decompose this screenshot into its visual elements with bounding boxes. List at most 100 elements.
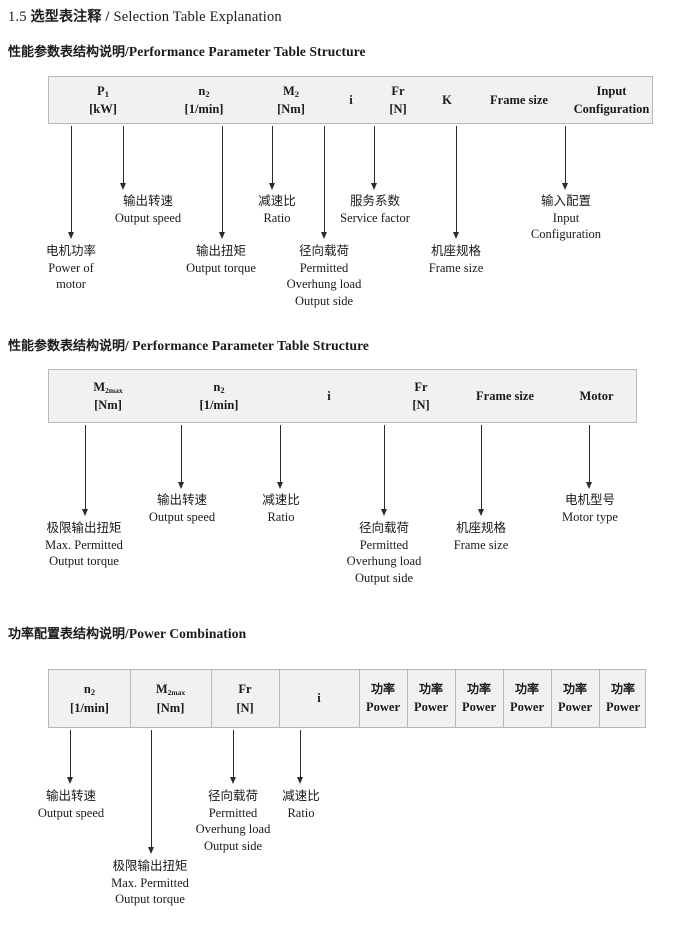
note-en-2: motor	[56, 277, 86, 291]
note-cn: 极限输出扭矩	[112, 858, 188, 873]
section-2-heading-chinese: 性能参数表结构说明	[8, 339, 126, 354]
note-table2-motor-type: 电机型号 Motor type	[562, 492, 618, 525]
note-en-3: Output side	[204, 838, 262, 853]
note-table2-frame-size: 机座规格 Frame size	[454, 520, 509, 553]
arrow-table1-output-torque	[218, 126, 227, 239]
table3-col-power-5: 功率 Power	[551, 670, 599, 727]
table3-col-m2max-sub: 2max	[167, 688, 186, 698]
note-en-2: Output torque	[49, 554, 119, 568]
table1-col-n2: n2 [1/min]	[157, 77, 251, 123]
note-en-1: Frame size	[453, 537, 509, 552]
note-table3-ratio: 减速比 Ratio	[282, 788, 320, 821]
table2-col-n2: n2 [1/min]	[167, 370, 271, 422]
table1-col-i: i	[331, 77, 371, 123]
arrow-table3-ratio	[296, 730, 305, 784]
note-cn: 输入配置	[540, 193, 592, 208]
note-en-1: Ratio	[287, 805, 315, 820]
section-3-heading-separator: /	[125, 626, 129, 641]
note-table1-ratio: 减速比 Ratio	[258, 193, 296, 226]
table3-col-power-5-cn: 功率	[562, 681, 587, 696]
note-cn: 减速比	[258, 193, 296, 208]
table1-col-frame-size-symbol: Frame size	[490, 92, 548, 107]
arrow-table1-output-speed	[119, 126, 128, 190]
table3-col-power-6-en: Power	[605, 700, 640, 715]
note-table3-overhung-load: 径向载荷 Permitted Overhung load Output side	[196, 788, 271, 854]
table3-col-power-2: 功率 Power	[407, 670, 455, 727]
arrow-table2-overhung-load	[380, 425, 389, 516]
table2-col-m2max-symbol: M	[93, 379, 106, 394]
performance-parameter-table-2: M2max [Nm] n2 [1/min] i Fr [N] Frame siz…	[48, 369, 637, 423]
note-en-1: Ratio	[267, 509, 295, 524]
performance-parameter-table-1: P1 [kW] n2 [1/min] M2 [Nm] i Fr [N] K Fr…	[48, 76, 653, 124]
title-number: 1.5	[8, 9, 27, 25]
note-en-1: Max. Permitted	[45, 537, 123, 552]
table3-col-power-2-en: Power	[413, 700, 448, 715]
section-1-heading-english: Performance Parameter Table Structure	[128, 44, 366, 59]
table1-col-m2-symbol: M	[282, 83, 295, 98]
note-table2-overhung-load: 径向载荷 Permitted Overhung load Output side	[347, 520, 422, 586]
table1-col-m2-sub: 2	[294, 88, 300, 99]
table1-col-n2-symbol: n	[198, 83, 206, 98]
note-en-1: Power of	[48, 260, 94, 275]
note-en-1: Input	[552, 210, 580, 225]
arrow-table1-power-of-motor	[67, 126, 76, 239]
note-cn: 输出转速	[122, 193, 173, 208]
section-1-heading-separator: /	[125, 44, 129, 59]
note-en-1: Output speed	[148, 509, 216, 524]
arrow-table3-output-speed	[66, 730, 75, 784]
arrow-table2-ratio	[276, 425, 285, 489]
table1-col-k-symbol: K	[442, 92, 452, 107]
arrow-table1-frame-size	[452, 126, 461, 239]
table1-col-m2: M2 [Nm]	[251, 77, 331, 123]
arrow-table2-motor-type	[585, 425, 594, 489]
section-1-heading: 性能参数表结构说明/Performance Parameter Table St…	[8, 41, 366, 60]
table3-col-power-3: 功率 Power	[455, 670, 503, 727]
table2-col-frame-size: Frame size	[455, 370, 555, 422]
table1-col-fr-unit: [N]	[389, 102, 407, 116]
note-en-3: Output side	[295, 293, 353, 308]
note-en-1: Permitted	[208, 805, 258, 820]
table1-col-input-configuration: Input Configuration	[569, 77, 654, 123]
section-2-heading-separator: /	[125, 338, 129, 353]
section-3-heading-chinese: 功率配置表结构说明	[8, 627, 126, 642]
table2-col-motor: Motor	[555, 370, 638, 422]
table3-col-n2-unit: [1/min]	[70, 700, 109, 715]
note-table2-ratio: 减速比 Ratio	[262, 492, 300, 525]
note-table3-output-speed: 输出转速 Output speed	[38, 788, 104, 821]
table3-col-power-6: 功率 Power	[599, 670, 647, 727]
note-en-1: Permitted	[359, 537, 409, 552]
table3-col-i: i	[279, 670, 359, 727]
note-en-1: Frame size	[428, 260, 484, 275]
note-cn: 服务系数	[349, 193, 401, 208]
table3-col-i-symbol: i	[317, 691, 321, 706]
note-table2-max-output-torque: 极限输出扭矩 Max. Permitted Output torque	[45, 520, 123, 570]
table3-col-power-3-en: Power	[461, 700, 496, 715]
note-en-2: Overhung load	[286, 277, 362, 291]
arrow-table2-output-speed	[177, 425, 186, 489]
table3-col-n2: n2 [1/min]	[49, 670, 130, 727]
table3-col-power-4-cn: 功率	[514, 681, 539, 696]
table1-col-k: K	[425, 77, 469, 123]
note-en-3: Output side	[355, 570, 413, 585]
note-table1-frame-size: 机座规格 Frame size	[429, 243, 484, 276]
table3-col-n2-symbol: n	[83, 682, 91, 697]
table1-col-frame-size: Frame size	[469, 77, 569, 123]
table3-col-power-1-en: Power	[365, 700, 400, 715]
table1-col-p1-symbol: P	[97, 83, 105, 98]
arrow-table1-service-factor	[370, 126, 379, 190]
table1-col-p1-sub: 1	[104, 88, 109, 99]
arrow-table1-overhung-load	[320, 126, 329, 239]
table3-col-fr-symbol: Fr	[238, 682, 252, 697]
note-en-2: Overhung load	[346, 554, 422, 568]
note-en-1: Ratio	[263, 210, 291, 225]
table1-col-input-unit: Configuration	[573, 102, 650, 116]
table2-col-m2max: M2max [Nm]	[49, 370, 167, 422]
table1-col-i-symbol: i	[349, 92, 353, 107]
table1-col-p1: P1 [kW]	[49, 77, 157, 123]
note-en-2: Output torque	[115, 892, 185, 906]
power-combination-table: n2 [1/min] M2max [Nm] Fr [N] i 功率 Power …	[48, 669, 646, 728]
table2-col-fr: Fr [N]	[387, 370, 455, 422]
note-cn: 输出扭矩	[195, 243, 247, 258]
table3-col-fr: Fr [N]	[211, 670, 279, 727]
table3-col-n2-sub: 2	[90, 687, 96, 698]
